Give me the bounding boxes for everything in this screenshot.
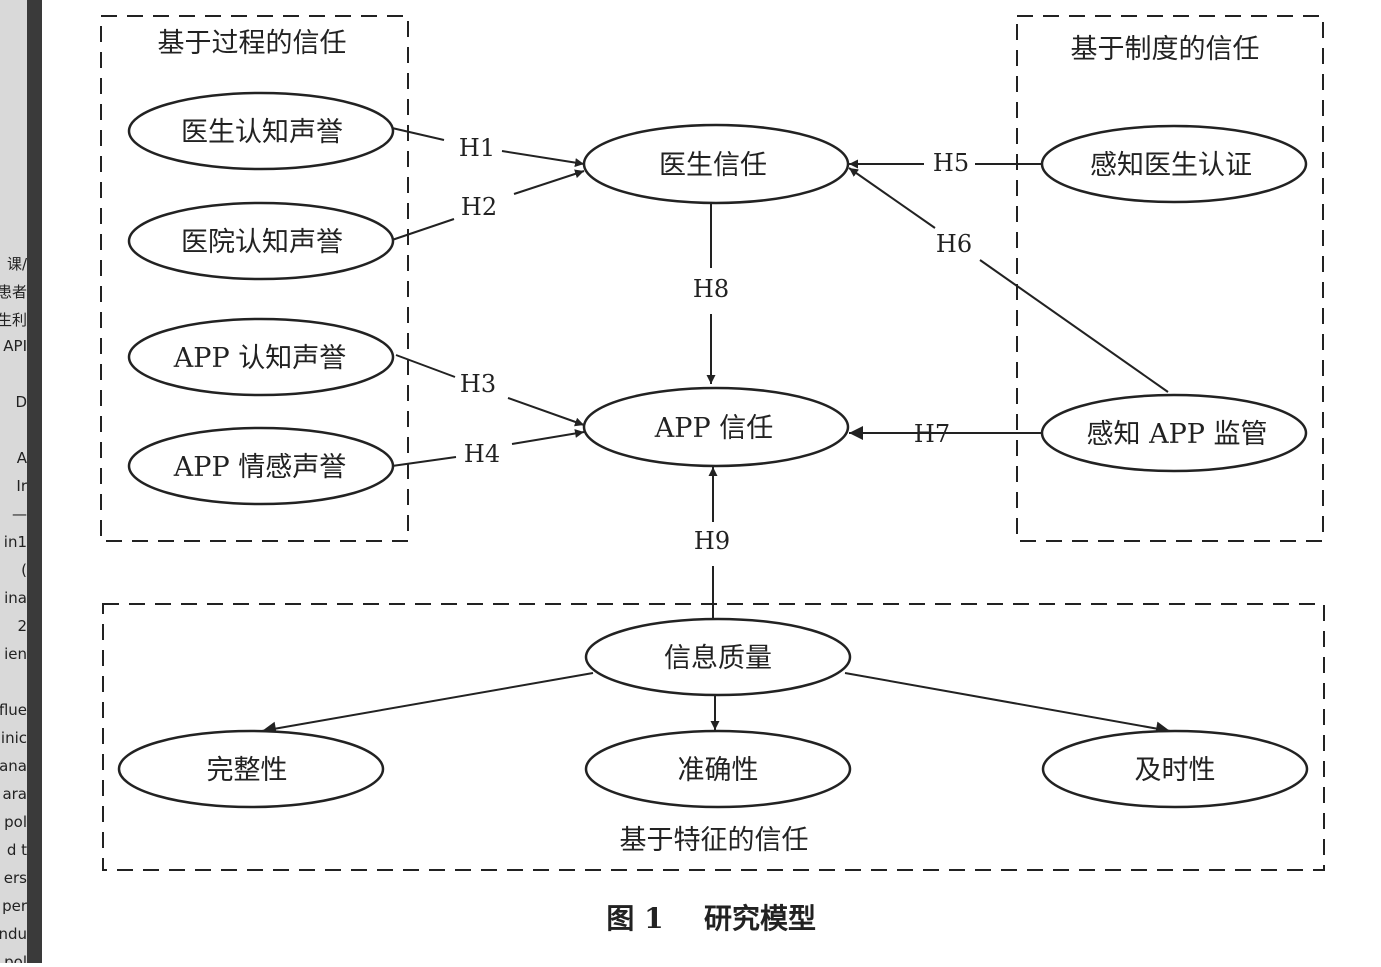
sidebar-text-fragment: Ir (16, 477, 27, 495)
edge-h2-b (513, 169, 585, 195)
process-trust-title: 基于过程的信任 (158, 28, 347, 59)
diagram-canvas: 基于过程的信任 基于制度的信任 基于特征的信任 H1 H2 H3 H4 H5 H… (42, 0, 1381, 963)
feature-trust-title: 基于特征的信任 (620, 825, 809, 856)
node-app-reputation (127, 317, 395, 397)
sidebar-text-fragment: ien (4, 645, 27, 663)
node-app-emotional-reputation (127, 426, 395, 506)
sidebar-text-fragment: — (12, 505, 27, 523)
edge-h6-b (848, 167, 936, 229)
node-doctor-certification-label: 感知医生认证 (1090, 150, 1252, 181)
label-h6: H6 (936, 230, 972, 258)
research-model-diagram: 基于过程的信任 基于制度的信任 基于特征的信任 H1 H2 H3 H4 H5 H… (100, 15, 1325, 935)
sidebar-text-fragment: 生利 (0, 311, 27, 329)
sidebar-text-fragment: ina (4, 589, 27, 607)
sidebar-text-fragment: ( (21, 561, 27, 579)
edge-h2-a (391, 218, 455, 241)
edge-h6-a (979, 259, 1169, 393)
node-hospital-reputation (127, 201, 395, 281)
node-app-trust-label: APP 信任 (654, 413, 773, 444)
edge-quality-timeliness (844, 672, 1171, 736)
edge-h4-a (391, 456, 457, 467)
sidebar-text-fragment: per (2, 897, 27, 915)
sidebar-text-fragment: flue (0, 701, 27, 719)
node-info-quality (584, 617, 852, 697)
node-app-reputation-label: APP 认知声誉 (173, 343, 346, 374)
edge-h1-b (501, 150, 585, 168)
node-accuracy-label: 准确性 (678, 755, 759, 786)
sidebar-text-fragment: 患者 (0, 283, 27, 301)
sidebar-text-fragment: 2 (17, 617, 27, 635)
sidebar-text-fragment: ndu (0, 925, 27, 943)
edge-h1-a (391, 127, 445, 141)
node-timeliness (1041, 729, 1309, 809)
figure-number: 图 1 (606, 902, 663, 935)
sidebar-text-fragment: ara (2, 785, 27, 803)
figure-title: 研究模型 (704, 902, 816, 935)
institution-trust-title: 基于制度的信任 (1071, 34, 1260, 65)
sidebar-text-fragment: 课/ (6, 255, 27, 273)
edge-quality-completeness (261, 672, 594, 736)
sidebar-text-fragment: in1 (3, 533, 27, 551)
node-completeness (117, 729, 385, 809)
label-h9: H9 (694, 527, 730, 555)
label-h4: H4 (464, 440, 500, 468)
edge-h4-b (511, 429, 585, 445)
node-app-trust (582, 386, 850, 468)
label-h5: H5 (933, 149, 969, 177)
node-accuracy (584, 729, 852, 809)
sidebar-text-fragment: ana (0, 757, 27, 775)
node-doctor-trust (582, 123, 850, 205)
sidebar-text-fragment: ers (3, 869, 27, 887)
node-completeness-label: 完整性 (207, 755, 288, 786)
label-h7: H7 (914, 420, 950, 448)
node-info-quality-label: 信息质量 (664, 643, 772, 674)
node-app-regulation-label: 感知 APP 监管 (1087, 419, 1268, 450)
left-sidebar: 课/患者生利 API D A Ir — in1 ( ina 2 ien flue inic ana ara p… (0, 0, 42, 963)
sidebar-text-fragment: d t (6, 841, 27, 859)
node-doctor-certification (1040, 124, 1308, 204)
edge-h3-b (507, 397, 585, 427)
sidebar-text-fragment: A (16, 449, 27, 467)
label-h3: H3 (460, 370, 496, 398)
label-h8: H8 (693, 275, 729, 303)
sidebar-text-strip: 课/患者生利 API D A Ir — in1 ( ina 2 ien flue inic ana ara p… (0, 0, 27, 963)
node-timeliness-label: 及时性 (1135, 755, 1216, 786)
sidebar-text-fragment: API (3, 337, 27, 355)
node-hospital-reputation-label: 医院认知声誉 (181, 227, 343, 258)
label-h1: H1 (459, 134, 495, 162)
edge-h3-a (395, 354, 456, 378)
node-doctor-reputation-label: 医生认知声誉 (181, 117, 343, 148)
node-app-regulation (1040, 393, 1308, 473)
node-doctor-reputation (127, 91, 395, 171)
node-app-emotional-reputation-label: APP 情感声誉 (173, 452, 346, 483)
sidebar-text-fragment: inic (0, 729, 27, 747)
label-h2: H2 (461, 193, 497, 221)
sidebar-text-fragment: pol (4, 813, 27, 831)
sidebar-text-fragment: D (15, 393, 27, 411)
node-doctor-trust-label: 医生信任 (659, 150, 767, 181)
sidebar-text-fragment: pol (4, 953, 27, 963)
